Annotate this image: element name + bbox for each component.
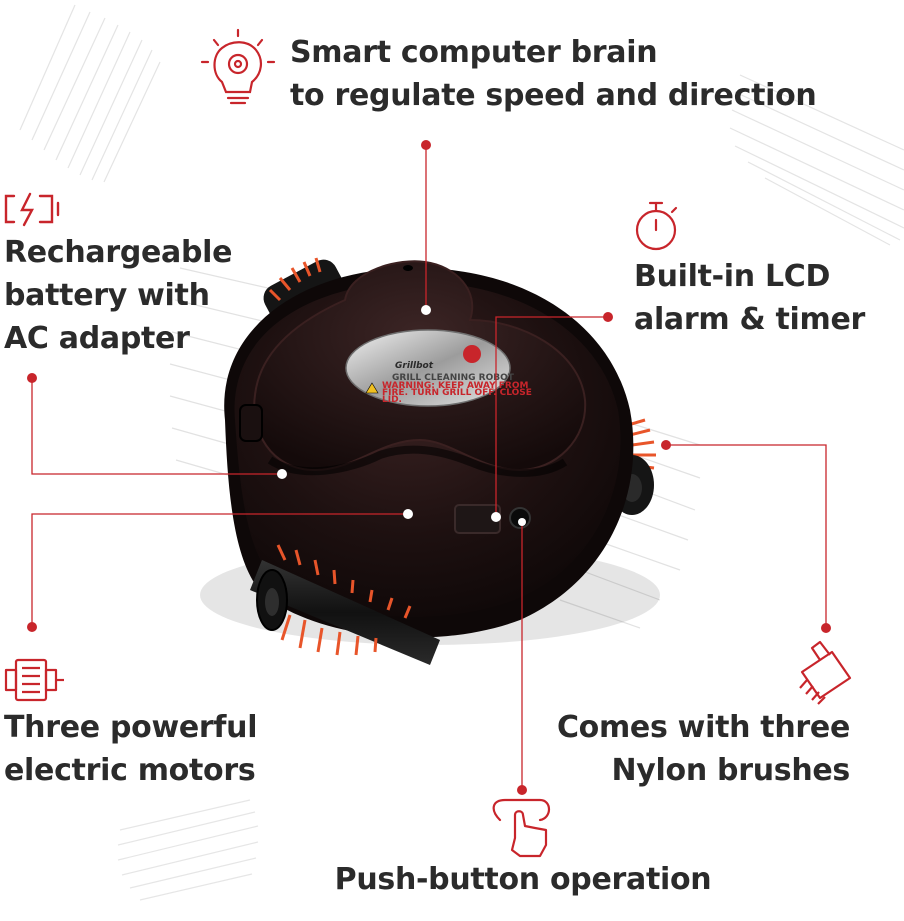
- decorative-hatch-bottom-left: [117, 799, 259, 901]
- warning-line-1: WARNING: KEEP AWAY FROM: [382, 381, 529, 391]
- finger-press-icon: [492, 798, 551, 858]
- callout-lines: [31, 145, 827, 790]
- feature-lcd-line-1: Built-in LCD: [634, 259, 831, 294]
- battery-charging-icon: [4, 192, 60, 227]
- feature-battery-line-2: battery with: [4, 278, 210, 313]
- motor-icon: [4, 658, 64, 702]
- stopwatch-icon: [635, 201, 678, 251]
- feature-lcd-line-2: alarm & timer: [634, 302, 866, 337]
- feature-brushes-label: Comes with three Nylon brushes: [557, 706, 850, 792]
- feature-button-line-1: Push-button operation: [334, 862, 712, 897]
- feature-brain-line-2: to regulate speed and direction: [290, 78, 817, 113]
- decorative-hatch-top-left: [19, 4, 161, 183]
- callout-motors-line: [31, 513, 408, 627]
- warning-line-3: LID.: [382, 395, 402, 405]
- feature-lcd-label: Built-in LCD alarm & timer: [634, 255, 865, 341]
- decorative-hatch-top-right: [729, 74, 904, 246]
- gear-bulb-icon: [200, 28, 276, 105]
- logo-plate: Grillbot GRILL CLEANING ROBOT WARNING: K…: [345, 329, 532, 407]
- callout-brushes-line: [666, 444, 827, 628]
- callout-dots: [27, 140, 831, 795]
- logo-text: Grillbot: [395, 361, 434, 371]
- callout-lcd-line: [495, 316, 608, 517]
- warning-line-2: FIRE. TURN GRILL OFF. CLOSE: [382, 388, 532, 398]
- feature-brain-line-1: Smart computer brain: [290, 35, 658, 70]
- grill-robot: Grillbot GRILL CLEANING ROBOT WARNING: K…: [200, 257, 660, 665]
- brush-front: [250, 544, 440, 665]
- brush-icon: [799, 640, 852, 705]
- feature-battery-line-1: Rechargeable: [4, 235, 233, 270]
- feature-brushes-line-1: Comes with three: [556, 710, 850, 745]
- feature-battery-label: Rechargeable battery with AC adapter: [4, 231, 233, 360]
- feature-battery-line-3: AC adapter: [4, 321, 190, 356]
- feature-motors-line-1: Three powerful: [4, 710, 258, 745]
- callout-battery-line: [31, 378, 282, 475]
- feature-brushes-line-2: Nylon brushes: [611, 753, 850, 788]
- feature-brain-label: Smart computer brain to regulate speed a…: [290, 31, 817, 117]
- feature-motors-label: Three powerful electric motors: [4, 706, 258, 792]
- feature-motors-line-2: electric motors: [4, 753, 256, 788]
- logo-tagline: GRILL CLEANING ROBOT: [392, 373, 515, 383]
- feature-button-label: Push-button operation: [300, 858, 746, 901]
